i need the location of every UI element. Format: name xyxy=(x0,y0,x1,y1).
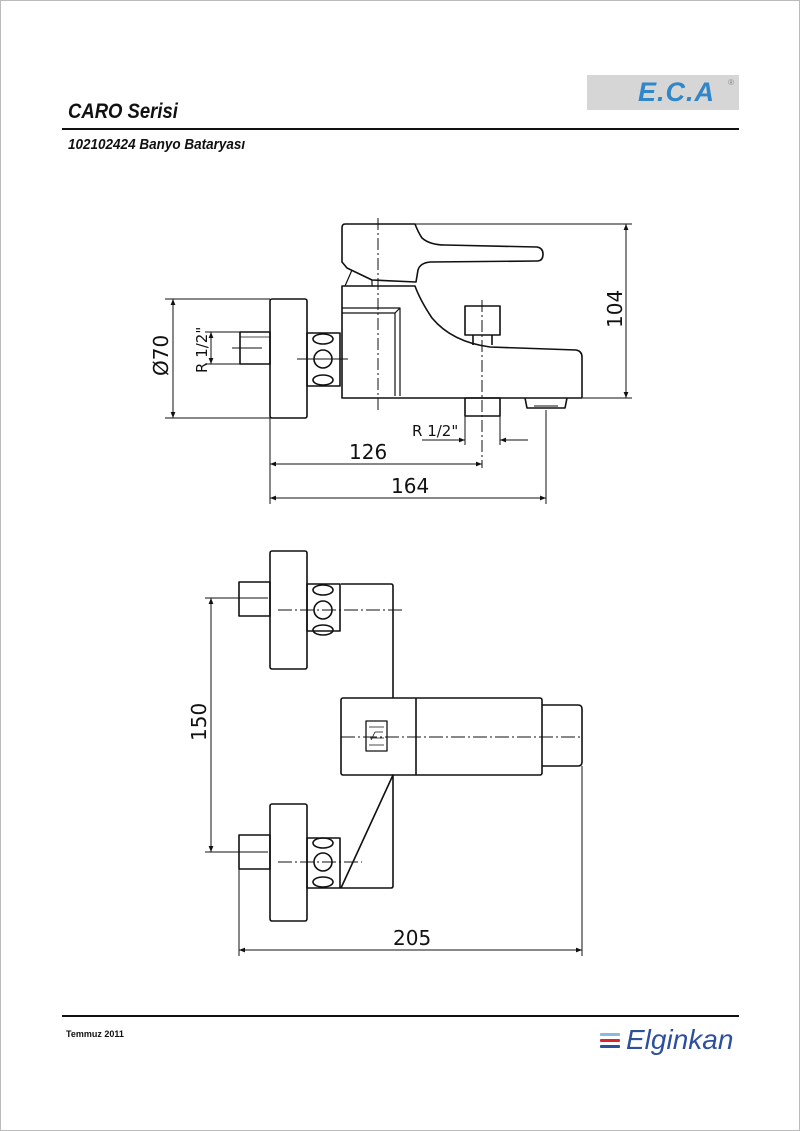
inlet-nut xyxy=(297,332,348,387)
upper-inlet-pipe xyxy=(238,581,271,617)
eca-logo-text: E.C.A xyxy=(637,77,715,107)
registered-mark-icon: ® xyxy=(728,78,734,87)
dim-height: 104 xyxy=(603,290,627,328)
side-view xyxy=(165,218,632,504)
vertical-body xyxy=(340,583,394,889)
mixer-body xyxy=(341,285,583,399)
top-view xyxy=(205,550,583,956)
end-cap xyxy=(542,704,583,767)
eca-badge-icon xyxy=(365,720,388,752)
lever-handle xyxy=(341,223,544,283)
dim-outlet-thread: R 1/2" xyxy=(412,422,458,440)
dim-total-depth: 164 xyxy=(391,474,429,498)
dim-inlet-spacing: 150 xyxy=(187,703,211,741)
header-rule xyxy=(62,128,739,130)
dim-diameter: Ø70 xyxy=(149,335,173,376)
eca-logo: E.C.A ® xyxy=(587,75,739,110)
elginkan-mark-icon xyxy=(600,1032,620,1048)
aerator xyxy=(524,397,568,409)
lower-nut xyxy=(306,837,341,889)
dim-inlet-thread: R 1/2" xyxy=(193,327,211,373)
elginkan-logo-text: Elginkan xyxy=(626,1024,734,1055)
dim-total-length: 205 xyxy=(393,926,431,950)
footer-rule xyxy=(62,1015,739,1017)
product-title: 102102424 Banyo Bataryası xyxy=(68,136,246,153)
document-date: Temmuz 2011 xyxy=(66,1029,124,1039)
elginkan-logo: Elginkan xyxy=(600,1023,733,1057)
dim-outlet-distance: 126 xyxy=(349,440,387,464)
series-title: CARO Serisi xyxy=(68,100,178,123)
